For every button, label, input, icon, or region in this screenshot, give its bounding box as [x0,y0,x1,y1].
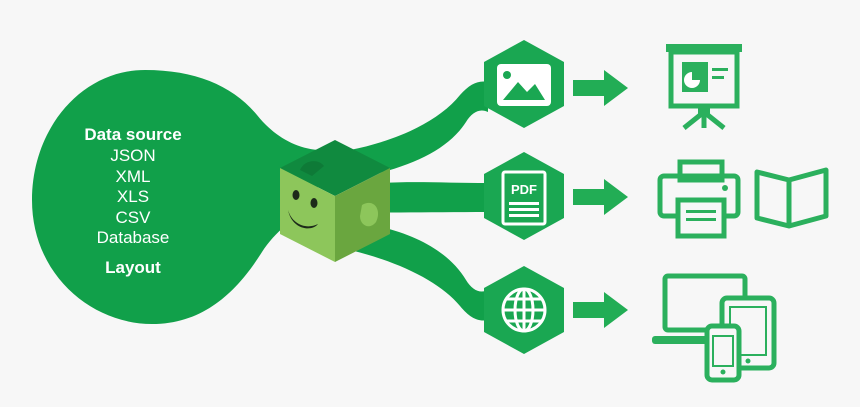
presentation-board-icon [666,44,742,130]
cube-right-eye [310,198,318,208]
source-item-json: JSON [110,146,156,165]
cube-smile [288,210,318,229]
cube-mascot [280,140,390,262]
cube-left-eye [292,190,300,200]
hexagon-pdf: PDF [484,152,564,240]
source-item-database: Database [96,228,170,247]
image-icon-sun [503,71,511,79]
hexagon-image [484,40,564,128]
layout-label: Layout [105,257,161,277]
stream-to-image [350,81,488,178]
image-icon-mountains [503,82,545,100]
arrow-image-to-presentation [573,70,628,106]
data-source-title: Data source [84,125,182,144]
arrow-pdf-to-print [573,179,628,215]
phone-icon [704,323,742,383]
hexagon-web [484,266,564,354]
arrow-web-to-devices [573,292,628,328]
data-source-blob [32,70,318,324]
open-book-icon [754,167,829,229]
pdf-label: PDF [511,182,537,197]
cube-top-puzzle-notch [300,161,324,176]
pdf-document-icon [501,170,547,226]
data-source-text: Data source JSON XML XLS CSV Database La… [58,124,208,279]
source-item-xml: XML [115,166,151,186]
source-item-csv: CSV [115,207,151,227]
source-item-xls: XLS [116,187,150,206]
cube-right-puzzle-tab [360,202,379,227]
printer-icon [657,159,741,239]
stream-to-pdf [360,182,488,213]
globe-icon [501,287,547,333]
stream-to-web [350,222,488,321]
